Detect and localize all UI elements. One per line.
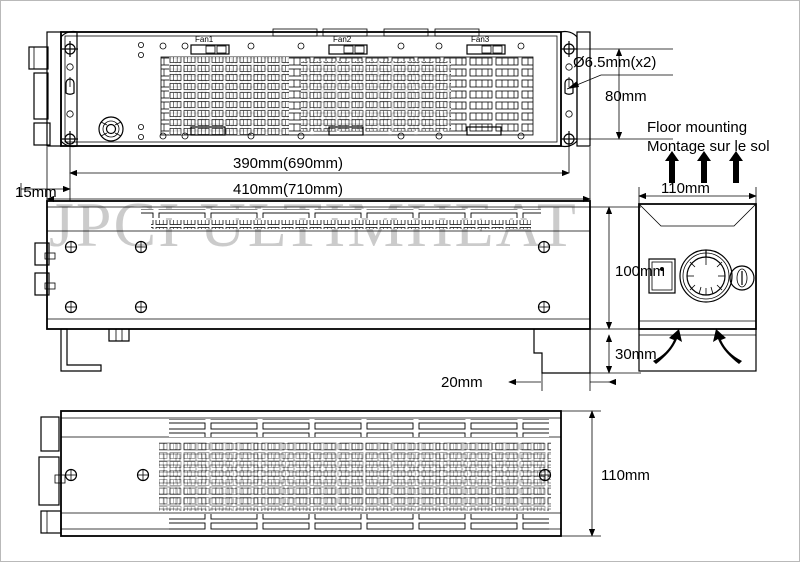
fan-module-2 [328,44,368,55]
thermostat-dial[interactable] [679,249,733,303]
dimension-label-410: 410mm(710mm) [233,181,343,198]
floor-mounting-arrows [665,151,743,183]
dimension-hole-spacing [573,48,673,140]
dimension-label-15: 15mm [15,184,57,201]
screw [64,240,78,254]
screw [134,240,148,254]
fan-label-3: Fan3 [471,35,490,44]
dimension-label-20: 20mm [441,374,483,391]
dimension-label-100: 100mm [615,263,665,280]
dimension-label-110-bottom: 110mm [601,467,650,484]
screw [64,300,78,314]
leader-hole-diameter [566,74,673,90]
cable-gland-top-view [98,116,124,142]
dimension-label-hole-spacing: 80mm [605,88,647,105]
dimension-20 [508,361,617,391]
fan-label-2: Fan2 [333,35,352,44]
dimension-15 [20,183,71,197]
mounting-hole-bottom [62,131,78,147]
keyhole-slot-left [65,77,75,95]
annotation-floor-mounting-fr: Montage sur le sol [647,138,770,155]
power-indicator[interactable] [729,265,755,291]
screw [537,300,551,314]
front-view [34,200,591,374]
mounting-hole-top [62,41,78,57]
screw [134,300,148,314]
fan-module-3 [466,44,506,55]
dimension-label-390: 390mm(690mm) [233,155,343,172]
screw [537,240,551,254]
dimension-label-hole-diameter: Ø6.5mm(x2) [573,54,656,71]
airflow-arrow-left [653,329,682,364]
dimension-label-110-side: 110mm [661,180,710,197]
rocker-switch[interactable] [648,258,676,294]
top-view [28,28,591,148]
fan-label-1: Fan1 [195,35,214,44]
fan-module-1 [190,44,230,55]
side-view [638,203,757,372]
keyhole-slot-right [564,77,574,95]
dimension-label-30: 30mm [615,346,657,363]
bottom-view [38,410,562,537]
airflow-arrow-right [713,329,742,364]
screw [136,468,150,482]
screw [64,468,78,482]
annotation-floor-mounting-en: Floor mounting [647,119,747,136]
screw [538,468,552,482]
